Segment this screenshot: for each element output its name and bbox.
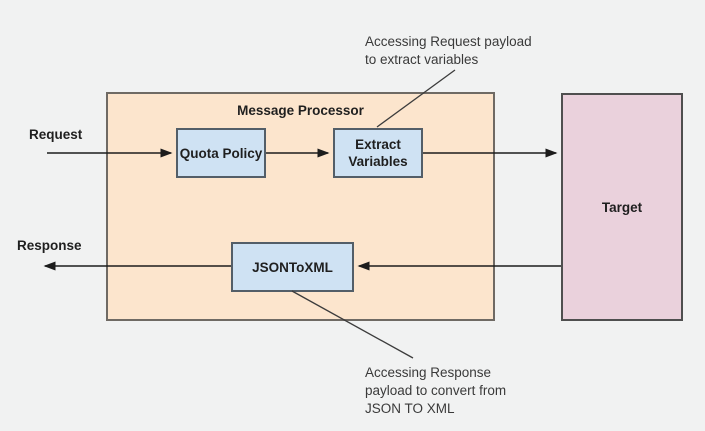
message-processor-title: Message Processor: [237, 103, 364, 118]
node-extract-variables: Extract Variables: [333, 128, 423, 178]
node-target-label: Target: [601, 199, 643, 215]
request-label: Request: [29, 127, 83, 142]
node-target: Target: [561, 93, 683, 321]
node-quota-policy: Quota Policy: [176, 128, 266, 178]
response-label: Response: [17, 238, 82, 253]
node-json-to-xml: JSONToXML: [231, 242, 354, 292]
annotation-request-payload: Accessing Request payload to extract var…: [365, 34, 532, 67]
node-extract-variables-label: Extract Variables: [348, 137, 408, 169]
node-json-to-xml-label: JSONToXML: [252, 259, 333, 275]
node-quota-policy-label: Quota Policy: [179, 145, 263, 161]
annotation-response-payload: Accessing Response payload to convert fr…: [365, 365, 507, 416]
